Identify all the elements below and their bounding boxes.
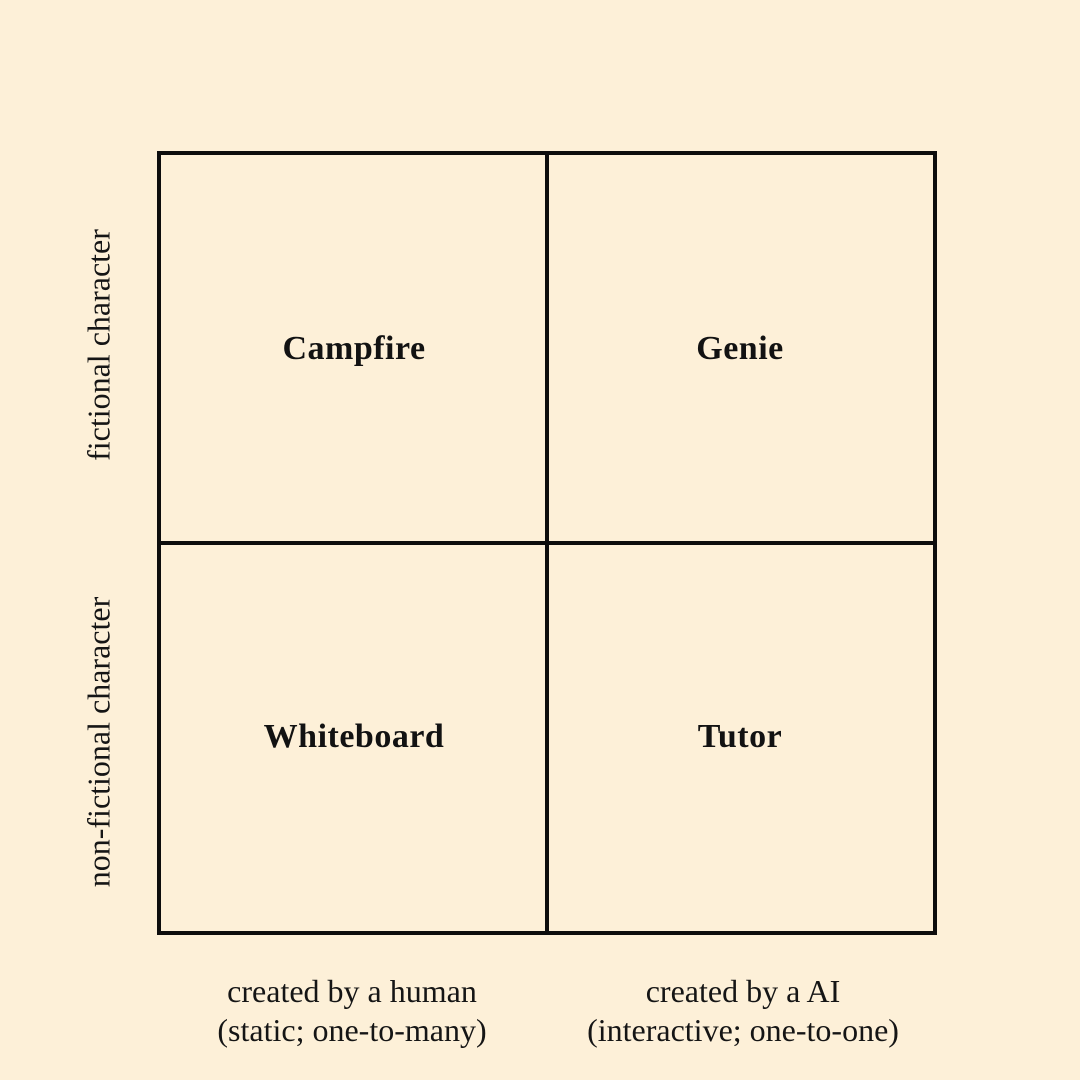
quadrant-top-right: Genie <box>547 155 933 543</box>
y-axis-label-fictional: fictional character <box>80 229 117 461</box>
two-by-two-matrix: Campfire Genie Whiteboard Tutor <box>157 151 937 935</box>
quadrant-label-tutor: Tutor <box>697 718 783 755</box>
x-axis-label-ai-line2: (interactive; one-to-one) <box>587 1012 899 1049</box>
x-axis-label-human: created by a human (static; one-to-many) <box>122 972 582 1050</box>
quadrant-label-campfire: Campfire <box>282 330 426 367</box>
y-axis-label-non-fictional: non-fictional character <box>80 596 117 888</box>
quadrant-bottom-left: Whiteboard <box>161 543 547 931</box>
quadrant-bottom-right: Tutor <box>547 543 933 931</box>
quadrant-label-genie: Genie <box>696 330 784 367</box>
x-axis-label-human-line2: (static; one-to-many) <box>217 1012 487 1049</box>
quadrant-label-whiteboard: Whiteboard <box>263 718 445 755</box>
x-axis-label-human-line1: created by a human <box>227 973 477 1009</box>
quadrant-top-left: Campfire <box>161 155 547 543</box>
horizontal-divider-line <box>161 541 933 545</box>
x-axis-label-ai: created by a AI (interactive; one-to-one… <box>513 972 973 1050</box>
x-axis-label-ai-line1: created by a AI <box>645 973 841 1009</box>
